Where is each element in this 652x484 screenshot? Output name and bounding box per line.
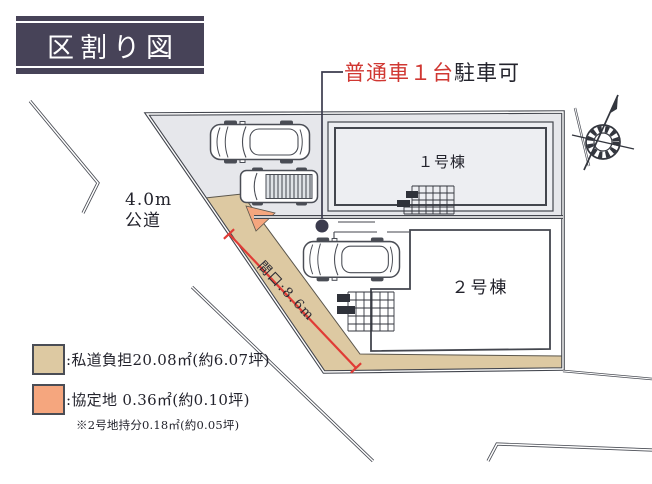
- road-width-value: 4.0m: [125, 190, 173, 210]
- parking-bay-outline: [333, 221, 409, 243]
- car-icon: [209, 119, 311, 165]
- agreement-land-label: :協定地 0.36㎡(約0.10坪): [66, 391, 250, 409]
- building-1-entry-step: [397, 200, 410, 207]
- building-1-label: １号棟: [418, 153, 466, 171]
- parking-annotation-highlight: 普通車１台: [344, 61, 454, 85]
- building-1: １号棟: [327, 121, 554, 215]
- annotation-leader-line: [321, 71, 343, 219]
- building-2-label: ２号棟: [452, 278, 509, 298]
- agreement-land-note: ※2号地持分0.18㎡(約0.05坪): [76, 418, 240, 432]
- legend-item-agreement-land: :協定地 0.36㎡(約0.10坪): [32, 384, 270, 415]
- parking-spot-marker: [315, 219, 329, 233]
- building-2-entry-step: [337, 294, 350, 302]
- road-width-label: 4.0m 公道: [125, 190, 172, 233]
- building-2-entry-step: [337, 306, 355, 314]
- building-1-porch-grid: [403, 185, 455, 215]
- road-edge-lines: [28, 99, 652, 463]
- car-icon: [302, 236, 401, 283]
- plan-title: 区割り図: [47, 32, 179, 64]
- building-2-porch-grid: [347, 291, 395, 332]
- parking-annotation-suffix: 駐車可: [454, 61, 520, 85]
- agreement-land-swatch: [32, 384, 65, 415]
- building-2: ２号棟: [333, 221, 551, 352]
- road-type-label: 公道: [125, 211, 161, 232]
- legend-item-private-road: :私道負担20.08㎡(約6.07坪): [32, 344, 270, 375]
- plan-title-plate: 区割り図: [16, 16, 204, 74]
- compass-north-icon: [571, 94, 635, 171]
- private-road-swatch: [32, 344, 65, 375]
- parking-annotation: 普通車１台駐車可: [344, 57, 520, 87]
- frontage-dimension-line: [223, 228, 362, 374]
- building-1-entry-step: [406, 191, 418, 198]
- private-road-label: :私道負担20.08㎡(約6.07坪): [66, 351, 270, 369]
- legend: :私道負担20.08㎡(約6.07坪) :協定地 0.36㎡(約0.10坪) ※…: [32, 344, 270, 433]
- van-icon: [239, 167, 319, 206]
